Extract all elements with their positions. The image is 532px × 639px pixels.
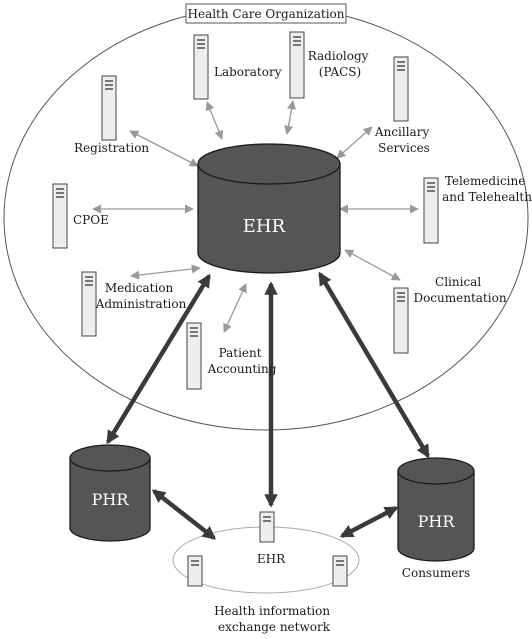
- org-title: Health Care Organization: [188, 7, 345, 21]
- server-hie-left-icon: [187, 555, 203, 587]
- ehr-database-label: EHR: [243, 216, 286, 237]
- label-ancillary: Ancillary Services: [374, 125, 433, 155]
- arrow-ancillary-ehr: [336, 126, 373, 159]
- arrow-ehr-phr-left: [106, 273, 211, 445]
- phr-left-label: PHR: [92, 490, 130, 509]
- arrow-registration-ehr: [129, 130, 199, 167]
- label-registration: Registration: [74, 141, 149, 155]
- arrow-accounting-ehr: [223, 283, 247, 333]
- server-hie-right-icon: [332, 555, 348, 587]
- server-medication-icon: [81, 271, 97, 337]
- arrow-laboratory-ehr: [205, 101, 224, 140]
- arrow-radiology-ehr: [283, 100, 297, 135]
- org-title-box: [185, 3, 347, 24]
- label-clinical: Clinical Documentation: [413, 275, 506, 305]
- arrow-clinical-ehr: [344, 249, 401, 281]
- server-hie-ehr-icon: [259, 511, 275, 543]
- ehr-database: EHR: [197, 143, 341, 274]
- server-ancillary-icon: [393, 56, 409, 122]
- arrow-phr-right-hie: [339, 506, 399, 538]
- label-hie-network: Health information exchange network: [214, 604, 334, 634]
- label-cpoe: CPOE: [73, 213, 109, 227]
- label-patient-accounting: Patient Accounting: [207, 346, 277, 376]
- server-laboratory-icon: [193, 34, 209, 100]
- arrow-phr-left-hie: [151, 489, 217, 540]
- server-cpoe-icon: [52, 183, 68, 249]
- arrow-medication-ehr: [130, 264, 201, 280]
- label-laboratory: Laboratory: [214, 65, 282, 79]
- server-telemedicine-icon: [423, 177, 439, 244]
- server-accounting-icon: [186, 322, 202, 390]
- phr-left-database: PHR: [69, 444, 151, 542]
- thick-arrows: [106, 271, 430, 540]
- label-telemedicine: Telemedicine and Telehealth: [442, 174, 532, 204]
- label-consumers: Consumers: [402, 566, 470, 580]
- server-radiology-icon: [289, 31, 305, 99]
- server-registration-icon: [101, 75, 117, 141]
- label-hie-ehr: EHR: [257, 552, 286, 566]
- phr-right-label: PHR: [418, 512, 456, 531]
- server-clinical-icon: [393, 287, 409, 354]
- label-radiology: Radiology (PACS): [308, 49, 373, 79]
- arrow-ehr-phr-right: [318, 271, 430, 459]
- label-medication: Medication Administration: [95, 281, 187, 311]
- phr-right-database: PHR: [397, 457, 475, 562]
